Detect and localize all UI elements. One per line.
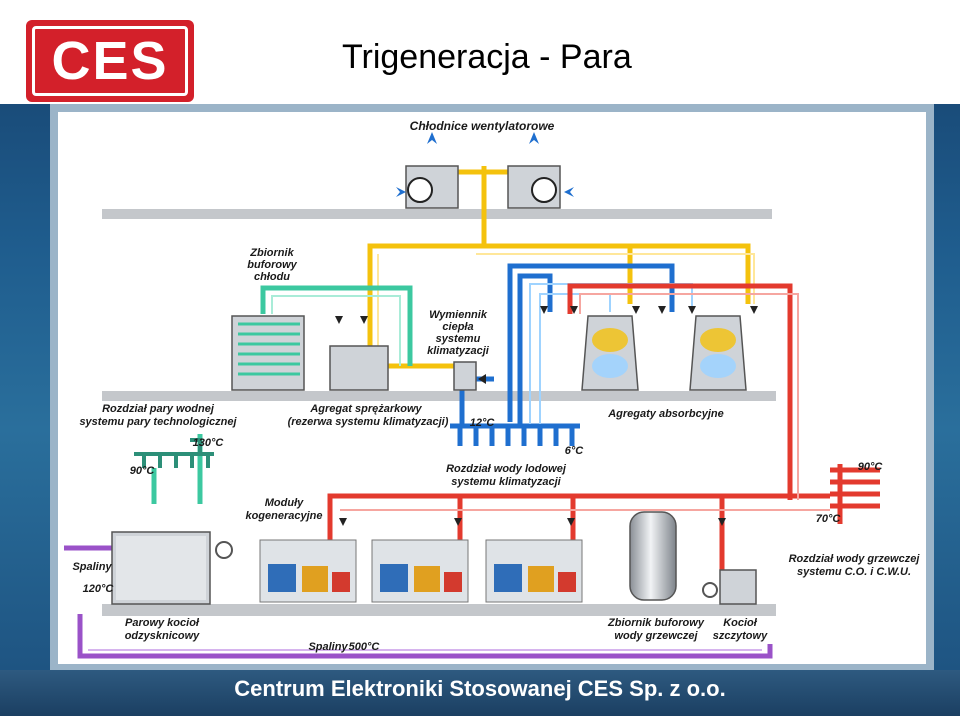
- label-steam-dist-2: systemu pary technologicznej: [79, 416, 237, 428]
- diagram-svg: Chłodnice wentylatorowe Zbiornik buforow…: [58, 112, 926, 664]
- label-cogen-1: Moduły: [265, 497, 304, 509]
- label-steam-dist-1: Rozdział pary wodnej: [102, 403, 215, 415]
- label-compressor-2: (rezerwa systemu klimatyzacji): [288, 416, 449, 428]
- label-ice-dist-2: systemu klimatyzacji: [451, 476, 561, 488]
- compressor-unit: [329, 345, 389, 391]
- shelf-middle: [102, 391, 776, 401]
- cogen-module-2: [371, 539, 469, 603]
- label-temp-500: 500°C: [349, 641, 381, 653]
- ces-logo: CES: [26, 20, 194, 102]
- cooling-light-1: [271, 295, 401, 366]
- buffer-tank-cold: [231, 315, 305, 391]
- arrow-up-left: [427, 132, 437, 162]
- label-ice-dist-1: Rozdział wody lodowej: [446, 463, 567, 475]
- label-peak-boiler-2: szczytowy: [713, 630, 768, 642]
- label-temp-70: 70°C: [816, 513, 842, 525]
- absorption-chiller-1: [581, 315, 639, 391]
- hot-pipes-light: [340, 293, 830, 511]
- logo-text: CES: [32, 26, 188, 96]
- cooler-left: [405, 165, 459, 209]
- exhaust-pipes: [64, 545, 773, 659]
- boiler-pump: [215, 541, 233, 559]
- arrow-up-right: [529, 132, 539, 162]
- label-temp-130: 130°C: [193, 437, 225, 449]
- cooling-pipe-1: [260, 285, 413, 366]
- label-exchanger-2: ciepła: [442, 321, 473, 333]
- label-temp-120: 120°C: [83, 583, 115, 595]
- label-recovery-boiler-1: Parowy kocioł: [125, 617, 200, 629]
- steam-manifold: [134, 438, 214, 468]
- airflow-arrows: [380, 132, 590, 197]
- arrow-in-left: [380, 187, 406, 197]
- label-buffer-hot-1: Zbiornik buforowy: [607, 617, 705, 629]
- label-buffer-hot-2: wody grzewczej: [614, 630, 698, 642]
- label-buffer-cold-1: Zbiornik: [249, 247, 294, 259]
- shelf-bottom: [102, 604, 776, 616]
- shelf-top: [102, 209, 772, 219]
- valve-markers: [335, 306, 758, 526]
- peak-boiler: [702, 569, 757, 605]
- hot-pipe-absorber-return: [567, 283, 793, 500]
- label-temp-12: 12°C: [470, 417, 496, 429]
- hot-pipe-header: [327, 493, 830, 504]
- cogen-module-3: [485, 539, 583, 603]
- page-title: Trigeneracja - Para: [342, 38, 632, 76]
- footer-company-name: Centrum Elektroniki Stosowanej CES Sp. z…: [234, 676, 726, 701]
- exhaust-bottom: [77, 614, 773, 659]
- recovery-boiler: [111, 531, 211, 605]
- label-exhaust-bottom: Spaliny: [308, 641, 348, 653]
- label-buffer-cold-3: chłodu: [254, 271, 290, 283]
- footer-band: [0, 670, 960, 716]
- label-compressor-1: Agregat sprężarkowy: [309, 403, 422, 415]
- arrow-in-right: [564, 187, 590, 197]
- label-heating-dist-2: systemu C.O. i C.W.U.: [797, 566, 911, 578]
- label-temp-90-right: 90°C: [858, 461, 884, 473]
- label-temp-6: 6°C: [565, 445, 585, 457]
- label-exhaust-left: Spaliny: [72, 561, 112, 573]
- label-exchanger-4: klimatyzacji: [427, 345, 490, 357]
- label-buffer-cold-2: buforowy: [247, 259, 297, 271]
- cooler-right: [507, 165, 561, 209]
- heat-exchanger-unit: [453, 361, 477, 391]
- label-recovery-boiler-2: odzysknicowy: [125, 630, 200, 642]
- label-absorption: Agregaty absorbcyjne: [607, 408, 724, 420]
- label-exchanger-3: systemu: [436, 333, 481, 345]
- hot-dist-manifold: [830, 464, 880, 524]
- label-heating-dist-1: Rozdział wody grzewczej: [789, 553, 921, 565]
- buffer-tank-hot: [629, 511, 677, 601]
- chilled-pipe-1: [507, 263, 675, 422]
- label-coolers: Chłodnice wentylatorowe: [410, 119, 555, 133]
- label-exchanger-1: Wymiennik: [429, 309, 488, 321]
- chilled-light-2: [539, 293, 611, 424]
- label-cogen-2: kogeneracyjne: [245, 510, 322, 522]
- label-temp-90-left: 90°C: [130, 465, 156, 477]
- hot-light-1: [579, 293, 799, 500]
- chilled-branches: [457, 426, 575, 446]
- label-peak-boiler-1: Kocioł: [723, 617, 758, 629]
- cooling-pipes-light: [271, 295, 401, 366]
- absorption-chiller-2: [689, 315, 747, 391]
- cogen-module-1: [259, 539, 357, 603]
- trigeneration-diagram: Chłodnice wentylatorowe Zbiornik buforow…: [50, 104, 934, 670]
